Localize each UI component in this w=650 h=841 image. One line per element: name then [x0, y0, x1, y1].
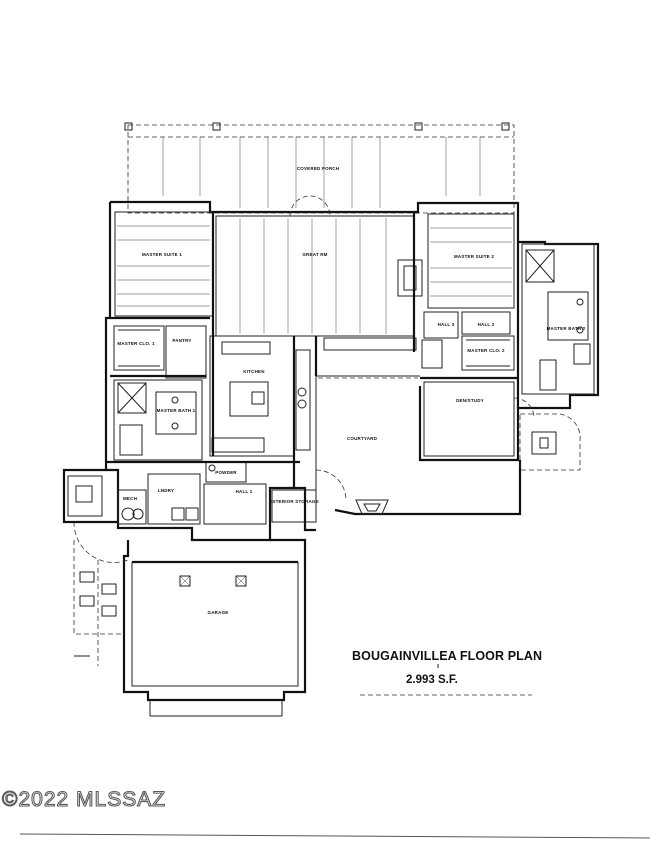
hall-3: HALL 3 [423, 311, 459, 339]
covered-porch-area: COVERED PORCH [124, 122, 515, 214]
mech-label: MECH [123, 496, 137, 501]
master-suite-2: MASTER SUITE 2 [397, 213, 515, 309]
dimension-marks [360, 664, 532, 696]
mech-room: MECH [117, 489, 147, 525]
great-room-label: GREAT RM [302, 252, 327, 257]
master-closet-2-label: MASTER CLO. 2 [467, 348, 505, 353]
courtyard: COURTYARD [315, 337, 418, 515]
master-suite-1-label: MASTER SUITE 1 [142, 252, 182, 257]
west-patio [62, 468, 129, 666]
master-suite-1: MASTER SUITE 1 [114, 211, 214, 317]
pantry-room [165, 325, 207, 379]
great-room: GREAT RM [215, 195, 415, 337]
plan-area: 2.993 S.F. [406, 674, 458, 686]
master-bath-2: MASTER BATH 2 [521, 243, 595, 395]
master-suite-2-label: MASTER SUITE 2 [454, 254, 494, 259]
hall-2-label: HALL 2 [478, 322, 495, 327]
hall-1-label: HALL 1 [236, 489, 253, 494]
den-study-label: DEN/STUDY [456, 398, 484, 403]
master-bath-1: MASTER BATH 1 [113, 379, 203, 461]
powder-label: POWDER [215, 470, 237, 475]
covered-porch-label: COVERED PORCH [297, 166, 339, 171]
powder-room: POWDER [205, 461, 247, 483]
master-closet-1: MASTER CLO. 1 [113, 325, 165, 371]
master-closet-1-label: MASTER CLO. 1 [117, 341, 155, 346]
master-closet-2: MASTER CLO. 2 [461, 335, 515, 371]
exterior-storage-label: EXTERIOR STORAGE [269, 499, 319, 504]
den-study: DEN/STUDY [423, 381, 535, 457]
pantry-label: PANTRY [172, 338, 191, 343]
master-bath-1-label: MASTER BATH 1 [157, 408, 196, 413]
garage-label: GARAGE [208, 610, 229, 615]
hall-3-label: HALL 3 [438, 322, 455, 327]
porch-columns [124, 122, 510, 131]
laundry-label: LNDRY [158, 488, 174, 493]
kitchen-label: KITCHEN [243, 369, 264, 374]
exterior-walls [104, 200, 600, 702]
plan-title: BOUGAINVILLEA FLOOR PLAN [352, 649, 543, 663]
master-bath-2-label: MASTER BATH 2 [547, 326, 586, 331]
hall-2: HALL 2 [461, 311, 511, 335]
interior-walls [106, 212, 520, 488]
copyright-watermark: ©2022 MLSSAZ [1, 787, 167, 811]
courtyard-label: COURTYARD [347, 436, 378, 441]
page-edge [19, 833, 650, 839]
linen-cabinet [421, 339, 443, 369]
exterior-storage: EXTERIOR STORAGE [269, 489, 319, 523]
laundry-room: LNDRY [147, 473, 201, 525]
hall-1: HALL 1 [203, 483, 267, 525]
east-patio [519, 413, 581, 471]
garage: GARAGE [149, 575, 283, 717]
porch-beams [162, 137, 481, 208]
